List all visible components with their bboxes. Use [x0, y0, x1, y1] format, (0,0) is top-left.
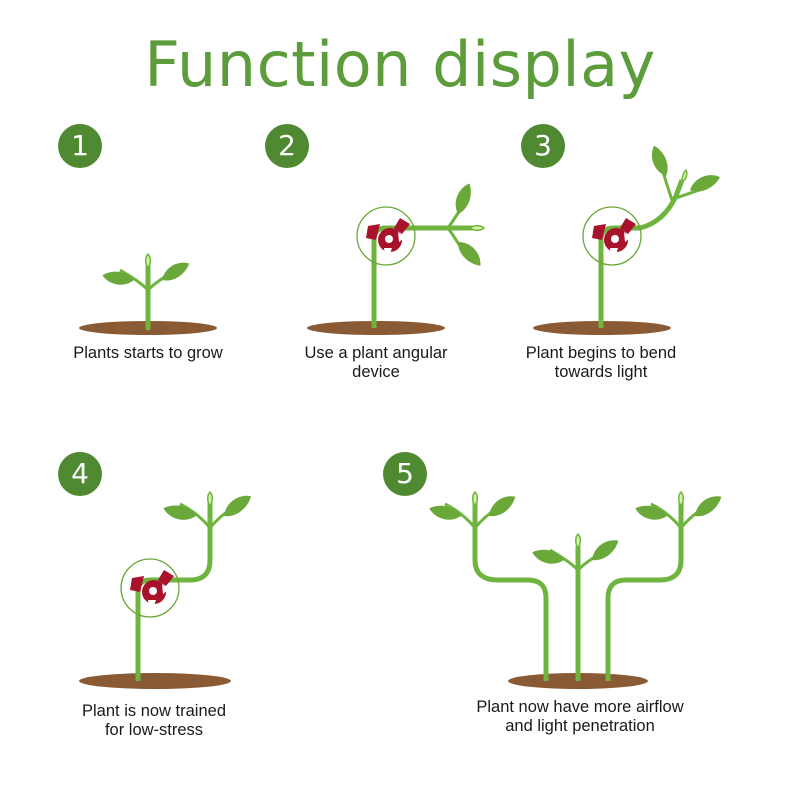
step-2-badge: 2 [265, 124, 309, 168]
caption-line-1: Use a plant angular [304, 344, 448, 362]
step-4-badge: 4 [58, 452, 102, 496]
page-title: Function display [144, 28, 656, 101]
soil [79, 673, 231, 689]
caption-line-2: and light penetration [505, 717, 655, 735]
step-1-badge: 1 [58, 124, 102, 168]
caption-line-1: Plant begins to bend [525, 344, 677, 362]
step-5-caption: Plant now have more airflow and light pe… [430, 698, 730, 736]
step-2-caption: Use a plant angular device [266, 344, 486, 382]
step-1-illustration [79, 252, 217, 335]
step-5-badge: 5 [383, 452, 427, 496]
step-4-illustration [79, 490, 256, 689]
step-1-caption: Plants starts to grow [40, 344, 256, 363]
caption-line-1: Plants starts to grow [73, 344, 223, 362]
step-3-badge: 3 [521, 124, 565, 168]
caption-line-2: for low-stress [104, 721, 204, 739]
step-3-illustration [533, 143, 722, 335]
caption-line-2: towards light [554, 363, 648, 381]
caption-line-1: Plant now have more airflow [476, 698, 684, 716]
step-5-illustration [427, 490, 726, 689]
step-3-caption: Plant begins to bend towards light [491, 344, 711, 382]
caption-line-2: device [352, 363, 400, 381]
step-4-caption: Plant is now trained for low-stress [40, 702, 268, 740]
step-2-illustration [307, 181, 486, 335]
caption-line-1: Plant is now trained [82, 702, 226, 720]
